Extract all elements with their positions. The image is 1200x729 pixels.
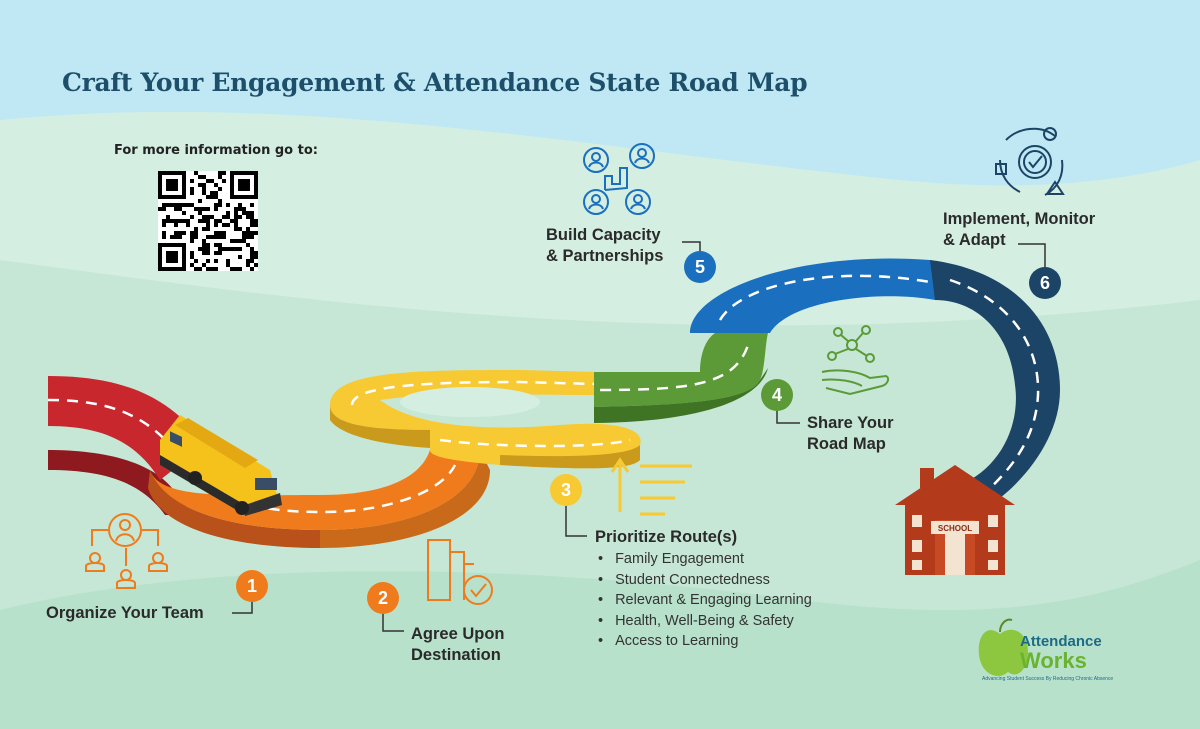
- step-1-label: Organize Your Team: [46, 603, 204, 624]
- step-4-badge: 4: [761, 379, 793, 411]
- route-item: Family Engagement: [598, 549, 812, 570]
- school-building-illustration: SCHOOL: [895, 465, 1015, 575]
- logo-line-1: Attendance: [1020, 633, 1102, 650]
- apple-logo-icon: [978, 618, 1028, 676]
- step-3-label: Prioritize Route(s): [595, 527, 737, 548]
- road-segment-dark-blue: [930, 260, 1060, 515]
- step-4-label-line-1: Share Your: [807, 414, 894, 432]
- step-5-label-line-1: Build Capacity: [546, 226, 661, 244]
- partnership-chart-icon: [583, 143, 655, 215]
- school-bus-illustration: [160, 415, 282, 516]
- destination-checklist-icon: [427, 539, 493, 605]
- step-5-badge: 5: [684, 251, 716, 283]
- step-4-label-line-2: Road Map: [807, 435, 886, 453]
- step-6-badge: 6: [1029, 267, 1061, 299]
- step-6-label-line-2: & Adapt: [943, 231, 1006, 249]
- qr-code-pattern: [158, 171, 258, 271]
- team-org-icon: [85, 513, 168, 589]
- road-segment-yellow: [330, 370, 641, 469]
- cycle-gear-icon: [995, 127, 1065, 196]
- info-text: For more information go to:: [114, 143, 318, 158]
- step-4-label: Share Your Road Map: [807, 413, 894, 455]
- route-item: Health, Well-Being & Safety: [598, 611, 812, 632]
- qr-code[interactable]: [158, 171, 258, 271]
- step-2-label: Agree Upon Destination: [411, 624, 505, 666]
- road-segment-green: [594, 333, 768, 423]
- step-2-label-line-2: Destination: [411, 646, 501, 664]
- step-5-label-line-2: & Partnerships: [546, 247, 664, 265]
- step-3-badge: 3: [550, 474, 582, 506]
- road-segment-blue: [690, 258, 965, 333]
- route-item: Student Connectedness: [598, 570, 812, 591]
- logo-line-2: Works: [1020, 648, 1087, 673]
- route-list: Family Engagement Student Connectedness …: [598, 549, 812, 652]
- route-item: Access to Learning: [598, 631, 812, 652]
- step-1-badge: 1: [236, 570, 268, 602]
- step-6-label: Implement, Monitor & Adapt: [943, 209, 1095, 251]
- step-5-label: Build Capacity & Partnerships: [546, 225, 663, 267]
- page-title: Craft Your Engagement & Attendance State…: [62, 68, 808, 97]
- step-2-label-line-1: Agree Upon: [411, 625, 505, 643]
- attendance-works-logo: Attendance Works: [1020, 634, 1102, 672]
- step-1-label-line: Organize Your Team: [46, 604, 204, 622]
- route-item: Relevant & Engaging Learning: [598, 590, 812, 611]
- school-sign-text: SCHOOL: [938, 524, 972, 533]
- step-2-badge: 2: [367, 582, 399, 614]
- network-hand-icon: [821, 325, 890, 396]
- step-6-label-line-1: Implement, Monitor: [943, 210, 1096, 228]
- step-3-label-line: Prioritize Route(s): [595, 528, 738, 546]
- logo-tagline: Advancing Student Success By Reducing Ch…: [982, 676, 1114, 682]
- priority-list-icon: [610, 457, 692, 516]
